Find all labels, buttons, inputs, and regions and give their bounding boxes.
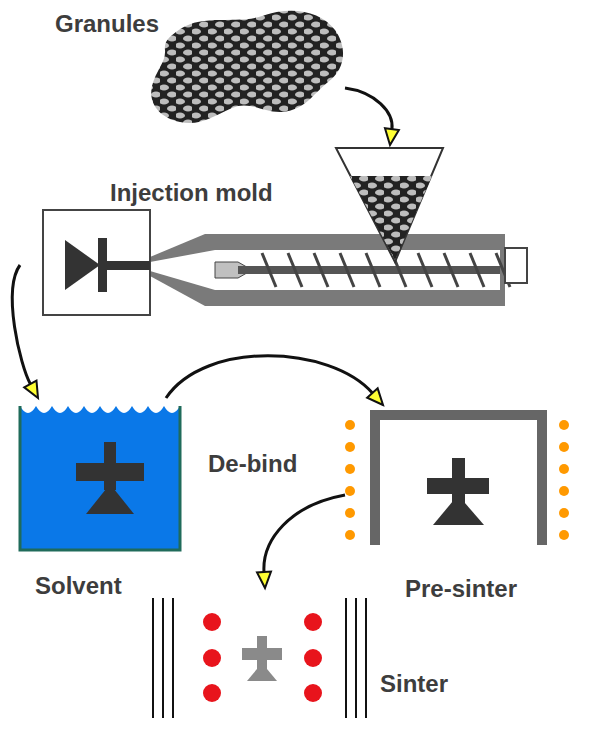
screw-flight [366, 253, 380, 287]
heater-dot [559, 530, 569, 540]
heater-dot [559, 464, 569, 474]
sinter-stage: Sinter [148, 588, 470, 722]
heater-dot [559, 420, 569, 430]
arrow-line [345, 88, 392, 129]
heater-dot [345, 508, 355, 518]
step-label: De-bind [208, 450, 297, 478]
arrow-head [385, 128, 399, 145]
arrow-line [264, 495, 345, 572]
stage-label: Pre-sinter [405, 575, 517, 603]
heater-dot [559, 508, 569, 518]
screw-flight [470, 253, 484, 287]
heater-dot [345, 442, 355, 452]
solvent-tank [20, 406, 180, 550]
stage-label: Solvent [35, 572, 122, 600]
arrow-head [24, 381, 38, 398]
stage-label: Sinter [380, 670, 448, 698]
flow-arrow [12, 265, 38, 398]
screw-flight [314, 253, 328, 287]
heater-dot [345, 530, 355, 540]
injection-stage: Injection mold [20, 145, 530, 318]
heater-dot [345, 420, 355, 430]
screw-flight [418, 253, 432, 287]
flow-arrow [257, 495, 345, 588]
arrow-head [257, 572, 271, 588]
pre-sinter-stage: Pre-sinter [345, 405, 583, 607]
screw-flight [444, 253, 458, 287]
stage-label: Granules [55, 10, 159, 38]
heater-dot [559, 442, 569, 452]
pre-sinter-furnace [345, 415, 569, 545]
flow-arrow [166, 356, 383, 405]
granules-blob [151, 11, 343, 123]
granules-stage: Granules [50, 5, 345, 128]
solvent-stage: Solvent [18, 398, 182, 605]
heater-dot [345, 486, 355, 496]
arrow-line [166, 356, 372, 398]
stage-label: Injection mold [110, 179, 273, 207]
screw-flight [262, 253, 276, 287]
heater-dot [559, 486, 569, 496]
flow-arrow [345, 88, 399, 145]
heater-dot [345, 464, 355, 474]
screw-flight [340, 253, 354, 287]
screw-flight [288, 253, 302, 287]
injection-machine [43, 148, 527, 315]
arrow-line [12, 265, 30, 384]
arrow-head [367, 388, 383, 405]
sinter-furnace [153, 598, 366, 718]
